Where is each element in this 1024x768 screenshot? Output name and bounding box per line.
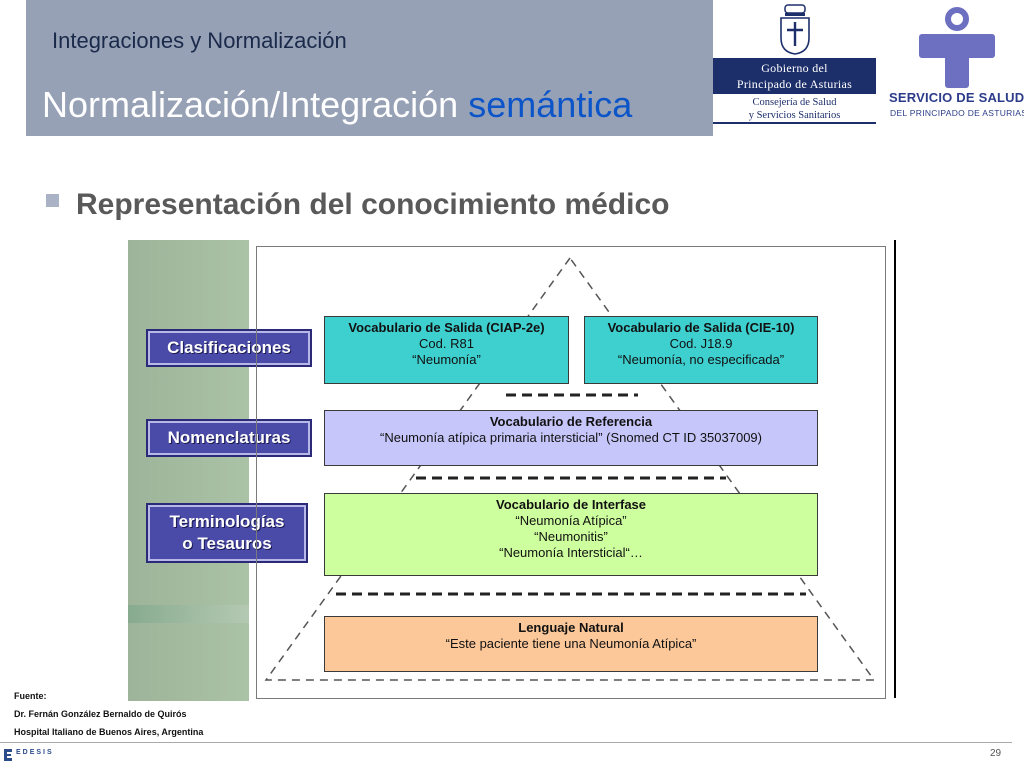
source-credit: Fuente: Dr. Fernán González Bernaldo de …: [14, 687, 203, 741]
slide-subtitle: Integraciones y Normalización: [52, 28, 347, 53]
slide-title: Normalización/Integración semántica: [42, 84, 632, 126]
strip-band: [128, 605, 249, 623]
ciap-line1: Cod. R81: [419, 336, 474, 351]
box-vocabulario-referencia: Vocabulario de Referencia “Neumonía atíp…: [324, 410, 818, 466]
edesis-logo: EDESIS: [2, 747, 82, 763]
referencia-line1: “Neumonía atípica primaria intersticial”…: [380, 430, 762, 445]
category-clasificaciones: Clasificaciones: [146, 329, 312, 367]
ciap-line2: “Neumonía”: [412, 352, 481, 367]
gobierno-sub: Consejería de Salud y Servicios Sanitari…: [713, 96, 876, 122]
ciap-title: Vocabulario de Salida (CIAP-2e): [348, 320, 545, 335]
crest-icon: [780, 4, 810, 55]
gobierno-bar: Gobierno del Principado de Asturias: [713, 58, 876, 94]
source-label: Fuente:: [14, 691, 47, 701]
gobierno-sub1: Consejería de Salud: [752, 97, 837, 108]
pyramid-outline: [264, 256, 876, 681]
gobierno-line2: Principado de Asturias: [736, 77, 853, 91]
category-nomenclaturas: Nomenclaturas: [146, 419, 312, 457]
title-main: Normalización/Integración: [42, 84, 459, 125]
diagram-right-rule: [894, 240, 896, 698]
category-terminologias-line2: o Tesauros: [182, 534, 272, 553]
referencia-title: Vocabulario de Referencia: [489, 414, 653, 429]
interfase-line3: “Neumonía Intersticial“…: [499, 545, 643, 560]
bullet-square-icon: [46, 194, 59, 207]
gobierno-asturias-logo: Gobierno del Principado de Asturias Cons…: [713, 0, 876, 126]
servicio-salud-logo: SERVICIO DE SALUD DEL PRINCIPADO DE ASTU…: [885, 0, 1024, 126]
section-heading: Representación del conocimiento médico: [76, 188, 670, 221]
box-lenguaje-natural: Lenguaje Natural “Este paciente tiene un…: [324, 616, 818, 672]
box-vocabulario-salida-ciap: Vocabulario de Salida (CIAP-2e) Cod. R81…: [324, 316, 569, 384]
gobierno-sub2: y Servicios Sanitarios: [748, 110, 841, 121]
box-vocabulario-salida-cie: Vocabulario de Salida (CIE-10) Cod. J18.…: [584, 316, 818, 384]
natural-line1: “Este paciente tiene una Neumonía Atípic…: [445, 636, 697, 651]
source-author: Dr. Fernán González Bernaldo de Quirós: [14, 709, 187, 719]
category-terminologias-line1: Terminologías: [169, 512, 285, 531]
health-cross-icon: [919, 7, 995, 88]
page-number: 29: [990, 748, 1002, 759]
interfase-line2: “Neumonitis”: [534, 529, 608, 544]
cie-line1: Cod. J18.9: [669, 336, 733, 351]
edesis-text: EDESIS: [16, 749, 54, 756]
title-accent: semántica: [468, 84, 633, 125]
interfase-line1: “Neumonía Atípica”: [515, 513, 627, 528]
gobierno-underline: [713, 122, 876, 124]
source-institution: Hospital Italiano de Buenos Aires, Argen…: [14, 727, 204, 737]
cie-line2: “Neumonía, no especificada”: [617, 352, 785, 367]
diagram-frame: [256, 246, 886, 699]
gobierno-line1: Gobierno del: [761, 61, 828, 75]
category-terminologias: Terminologías o Tesauros: [146, 503, 308, 563]
servicio-name: SERVICIO DE SALUD: [889, 90, 1024, 105]
footer-rule: [0, 742, 1012, 743]
box-vocabulario-interfase: Vocabulario de Interfase “Neumonía Atípi…: [324, 493, 818, 576]
green-side-strip: [128, 240, 249, 701]
pyramid-diagram: [264, 256, 876, 681]
servicio-sub: DEL PRINCIPADO DE ASTURIAS: [890, 108, 1024, 118]
cie-title: Vocabulario de Salida (CIE-10): [607, 320, 795, 335]
natural-title: Lenguaje Natural: [518, 620, 624, 635]
header-band: [26, 0, 713, 136]
interfase-title: Vocabulario de Interfase: [495, 497, 647, 512]
edesis-mark-icon: [4, 749, 12, 761]
